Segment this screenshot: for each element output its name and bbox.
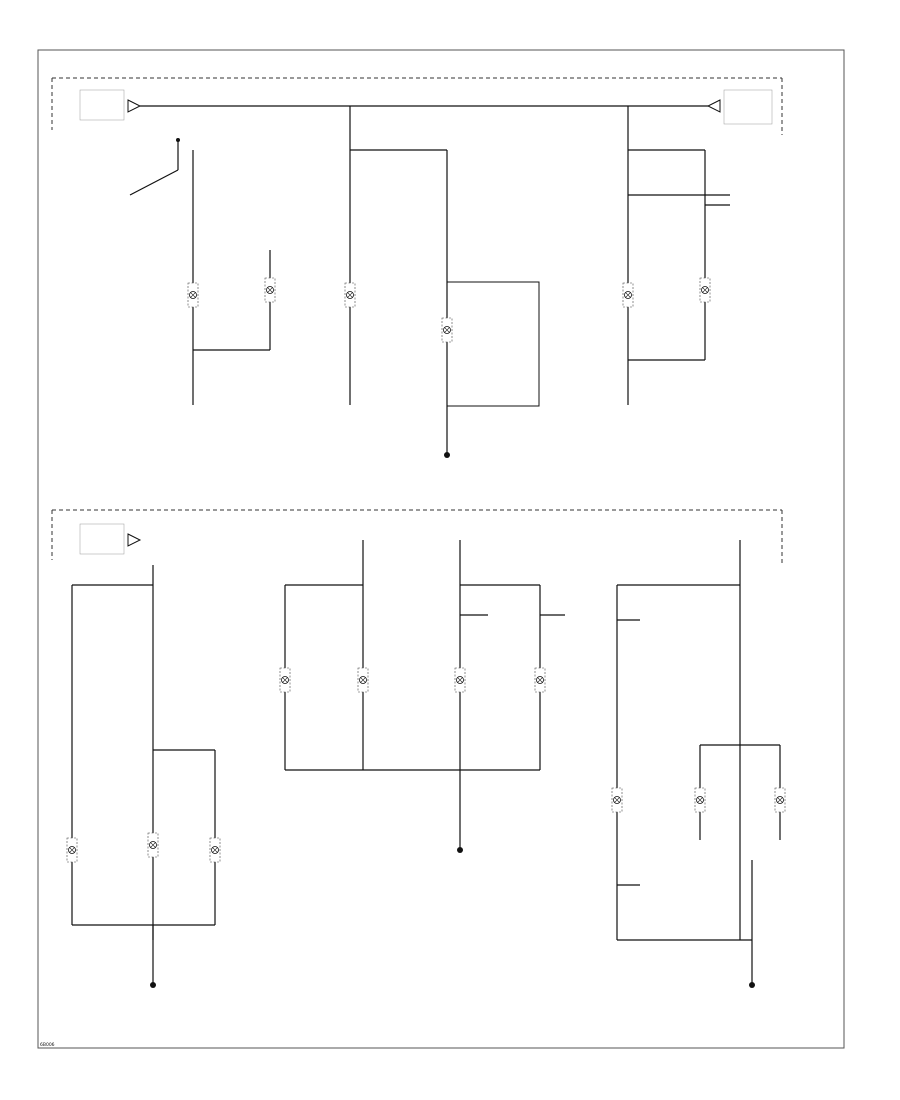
bottom-panel-lamps bbox=[66, 667, 786, 863]
fuse-box-right-block bbox=[723, 89, 773, 125]
hazard-switch-box bbox=[446, 281, 540, 407]
fuse-box-bottom-left bbox=[79, 523, 125, 555]
ground-point-center bbox=[444, 452, 450, 458]
lamp-cargo-lamp-right bbox=[147, 832, 159, 858]
connector-arrow-bottom-left bbox=[127, 533, 142, 547]
connector-arrow-left bbox=[127, 99, 142, 113]
top-panel-lamps bbox=[187, 277, 711, 343]
lamp-door-lamp-2 bbox=[534, 667, 546, 693]
door-switch-wire bbox=[129, 169, 179, 196]
lamp-map-lamp-right bbox=[699, 277, 711, 303]
lamp-vanity-lamp bbox=[774, 787, 786, 813]
lamp-courtesy-lamp-1 bbox=[611, 787, 623, 813]
lamp-rear-compartment-lamp bbox=[187, 282, 199, 308]
lamp-cargo-lamp-left bbox=[66, 837, 78, 863]
lamp-door-lamp-1 bbox=[454, 667, 466, 693]
lamp-footwell-lamp-left bbox=[279, 667, 291, 693]
fuse-box-left-block bbox=[79, 89, 125, 121]
junction-dot bbox=[176, 138, 180, 142]
lamp-step-lamp bbox=[209, 837, 221, 863]
lamp-fuel-door-lamp bbox=[344, 282, 356, 308]
diagram-frame bbox=[37, 49, 845, 1049]
ground-point-bottom-right bbox=[749, 982, 755, 988]
lamp-map-lamp-left bbox=[622, 282, 634, 308]
lamp-courtesy-lamp-2 bbox=[694, 787, 706, 813]
connector-arrow-right bbox=[706, 99, 721, 113]
lamp-hazard-switch-illumination bbox=[441, 317, 453, 343]
ground-point-bottom-center bbox=[457, 847, 463, 853]
lamp-footwell-lamp-right bbox=[357, 667, 369, 693]
lamp-trunk-lamp bbox=[264, 277, 276, 303]
diagram-code: 6B006 bbox=[40, 1042, 55, 1048]
